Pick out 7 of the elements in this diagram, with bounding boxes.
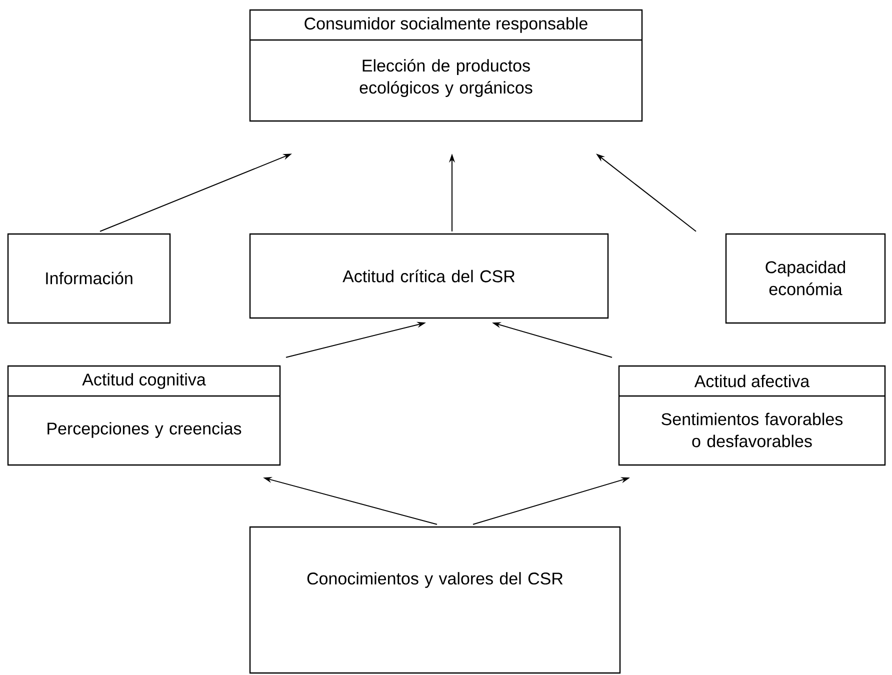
text-box: Consumidor socialmente responsable Elección de productos ecológicos y orgánicos (249, 9, 643, 122)
text-box: Actitud cognitiva Percepciones y creencias (7, 365, 281, 466)
text-box: Actitud crítica del CSR (249, 233, 609, 319)
text-box: Información (7, 233, 171, 324)
text-box: Actitud afectiva Sentimientos favorables o desfavorables (618, 365, 886, 466)
text-box: Capacidad económia (725, 233, 886, 324)
text-box: Conocimientos y valores del CSR (249, 526, 621, 674)
